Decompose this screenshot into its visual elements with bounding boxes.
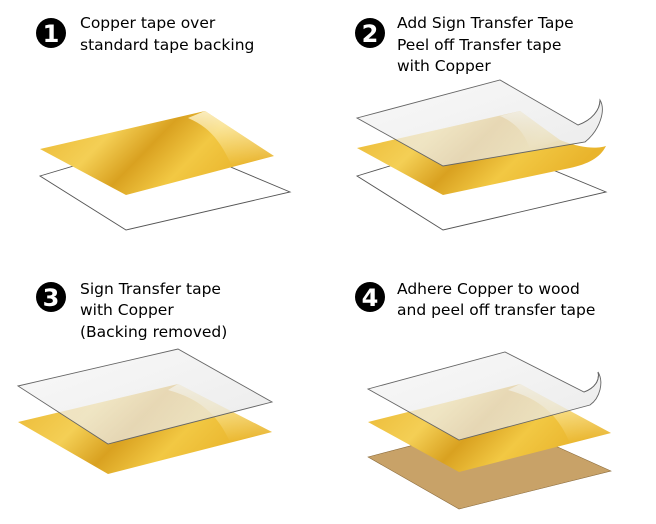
step-2-line-2: Peel off Transfer tape	[397, 36, 561, 54]
step-1-caption: Copper tape over standard tape backing	[80, 14, 254, 54]
step-4-illustration	[366, 351, 612, 510]
step-3-caption: Sign Transfer tape with Copper (Backing …	[80, 280, 227, 341]
step-3-badge: 3	[36, 282, 66, 312]
step-2-caption: Add Sign Transfer Tape Peel off Transfer…	[397, 14, 574, 75]
step-2: 2 Add Sign Transfer Tape Peel off Transf…	[355, 14, 608, 231]
step-3-line-3: (Backing removed)	[80, 323, 227, 341]
step-3-number: 3	[43, 284, 60, 312]
transfer-sheet	[16, 348, 274, 445]
step-2-number: 2	[362, 20, 379, 48]
transfer-curl	[577, 99, 601, 126]
step-3-line-2: with Copper	[80, 301, 174, 319]
step-1-badge: 1	[36, 18, 66, 48]
step-1: 1 Copper tape over standard tape backing	[36, 14, 292, 231]
step-4: 4 Adhere Copper to wood and peel off tra…	[355, 280, 612, 510]
step-1-line-2: standard tape backing	[80, 36, 254, 54]
step-4-line-2: and peel off transfer tape	[397, 301, 595, 319]
step-3-line-1: Sign Transfer tape	[80, 280, 221, 298]
transfer-curl	[583, 371, 599, 393]
step-1-number: 1	[43, 20, 60, 48]
step-1-line-1: Copper tape over	[80, 14, 216, 32]
step-4-number: 4	[362, 284, 379, 312]
step-4-caption: Adhere Copper to wood and peel off trans…	[397, 280, 595, 319]
step-4-badge: 4	[355, 282, 385, 312]
step-2-badge: 2	[355, 18, 385, 48]
step-2-illustration	[355, 79, 608, 231]
step-3-illustration	[16, 348, 274, 474]
step-4-line-1: Adhere Copper to wood	[397, 280, 580, 298]
step-2-line-1: Add Sign Transfer Tape	[397, 14, 574, 32]
step-2-line-3: with Copper	[397, 57, 491, 75]
copper-highlight	[188, 111, 274, 166]
step-3: 3 Sign Transfer tape with Copper (Backin…	[16, 280, 274, 474]
step-1-illustration	[38, 111, 292, 231]
